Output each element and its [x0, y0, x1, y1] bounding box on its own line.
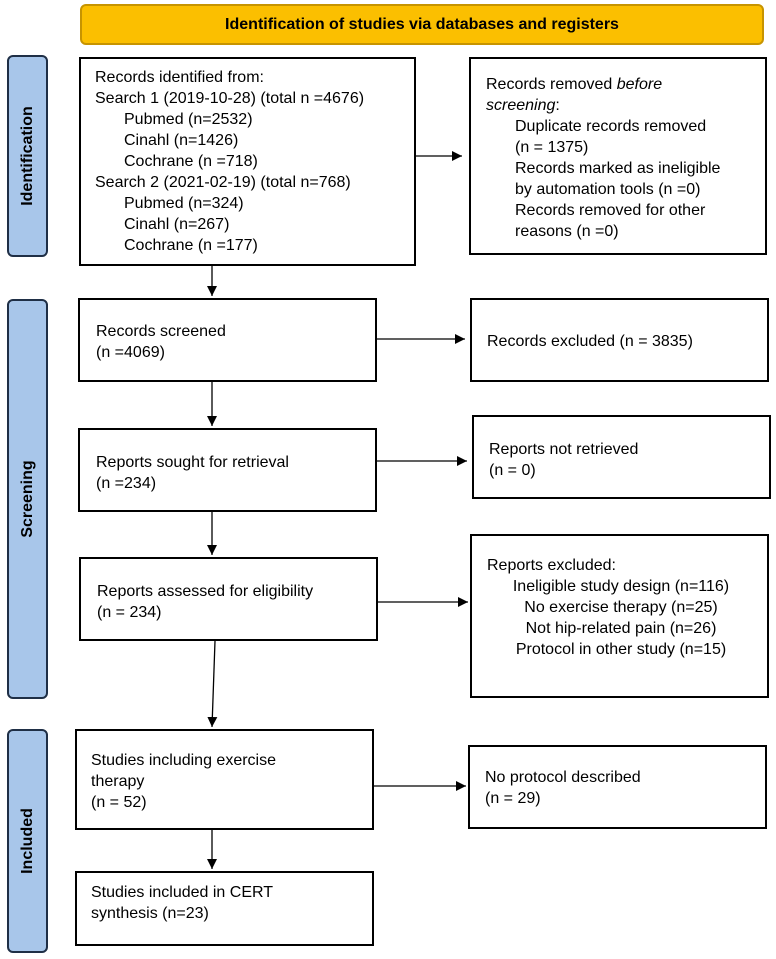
reports-excluded-title: Reports excluded:	[487, 557, 616, 574]
reports-excluded-box: Reports excluded: Ineligible study desig…	[470, 534, 769, 698]
not-retrieved-count: (n = 0)	[489, 462, 536, 479]
header-title: Identification of studies via databases …	[225, 15, 619, 33]
arrow-assessed-to-exercise	[207, 640, 218, 728]
screened-count: (n =4069)	[96, 344, 165, 361]
cert-synthesis-box: Studies included in CERT synthesis (n=23…	[75, 871, 374, 946]
phase-screening: Screening	[7, 299, 48, 699]
screened-label: Records screened	[96, 323, 226, 340]
reports-assessed-box: Reports assessed for eligibility (n = 23…	[79, 557, 378, 641]
sought-count: (n =234)	[96, 475, 157, 492]
assessed-label: Reports assessed for eligibility	[97, 583, 314, 600]
phase-included: Included	[7, 729, 48, 953]
removed-item: Duplicate records removed	[515, 118, 707, 135]
no-protocol-label: No protocol described	[485, 769, 641, 786]
search2-item: Cochrane (n =177)	[124, 237, 258, 254]
records-screened-box: Records screened (n =4069)	[78, 298, 377, 382]
removed-item: Records marked as ineligible	[515, 160, 721, 177]
sought-label: Reports sought for retrieval	[96, 454, 289, 471]
records-excluded-box: Records excluded (n = 3835)	[470, 298, 769, 382]
studies-exercise-box: Studies including exercise therapy (n = …	[75, 729, 374, 830]
records-identified-box: Records identified from: Search 1 (2019-…	[79, 57, 416, 266]
search2-label: Search 2 (2021-02-19) (total n=768)	[95, 174, 351, 191]
removed-title-line: Records removed before	[486, 74, 765, 95]
removed-item: Records removed for other	[515, 202, 706, 219]
search1-item: Cinahl (n=1426)	[124, 132, 239, 149]
reports-sought-box: Reports sought for retrieval (n =234)	[78, 428, 377, 512]
removed-item: by automation tools (n =0)	[515, 181, 701, 198]
not-retrieved-label: Reports not retrieved	[489, 441, 639, 458]
assessed-count: (n = 234)	[97, 604, 162, 621]
removed-item: reasons (n =0)	[515, 223, 619, 240]
header-banner: Identification of studies via databases …	[80, 4, 764, 45]
reports-excluded-item: Not hip-related pain (n=26)	[525, 620, 717, 637]
no-protocol-count: (n = 29)	[485, 790, 541, 807]
removed-title-line2: screening:	[486, 95, 765, 116]
search2-item: Cinahl (n=267)	[124, 216, 230, 233]
exercise-label-cont: therapy	[91, 773, 145, 790]
reports-excluded-item: Protocol in other study (n=15)	[515, 641, 727, 658]
exercise-count: (n = 52)	[91, 794, 147, 811]
no-protocol-box: No protocol described (n = 29)	[468, 745, 767, 829]
search1-item: Cochrane (n =718)	[124, 153, 258, 170]
cert-count: synthesis (n=23)	[91, 905, 209, 922]
search1-item: Pubmed (n=2532)	[124, 111, 253, 128]
removed-title-prefix: Records removed	[486, 76, 617, 93]
reports-not-retrieved-box: Reports not retrieved (n = 0)	[472, 415, 771, 499]
records-removed-box: Records removed before screening: Duplic…	[469, 57, 767, 255]
removed-item: (n = 1375)	[515, 139, 589, 156]
cert-label: Studies included in CERT	[91, 884, 274, 901]
search1-label: Search 1 (2019-10-28) (total n =4676)	[95, 90, 365, 107]
exercise-label: Studies including exercise	[91, 752, 276, 769]
reports-excluded-item: Ineligible study design (n=116)	[512, 578, 730, 595]
search2-item: Pubmed (n=324)	[124, 195, 244, 212]
reports-excluded-item: No exercise therapy (n=25)	[524, 599, 718, 616]
phase-identification: Identification	[7, 55, 48, 257]
removed-title-italic-first: before	[616, 76, 663, 93]
identified-title: Records identified from:	[95, 69, 264, 86]
excluded-label: Records excluded (n = 3835)	[487, 333, 693, 350]
removed-title-italic-second: screening	[486, 97, 556, 114]
removed-title-suffix: :	[555, 97, 560, 114]
